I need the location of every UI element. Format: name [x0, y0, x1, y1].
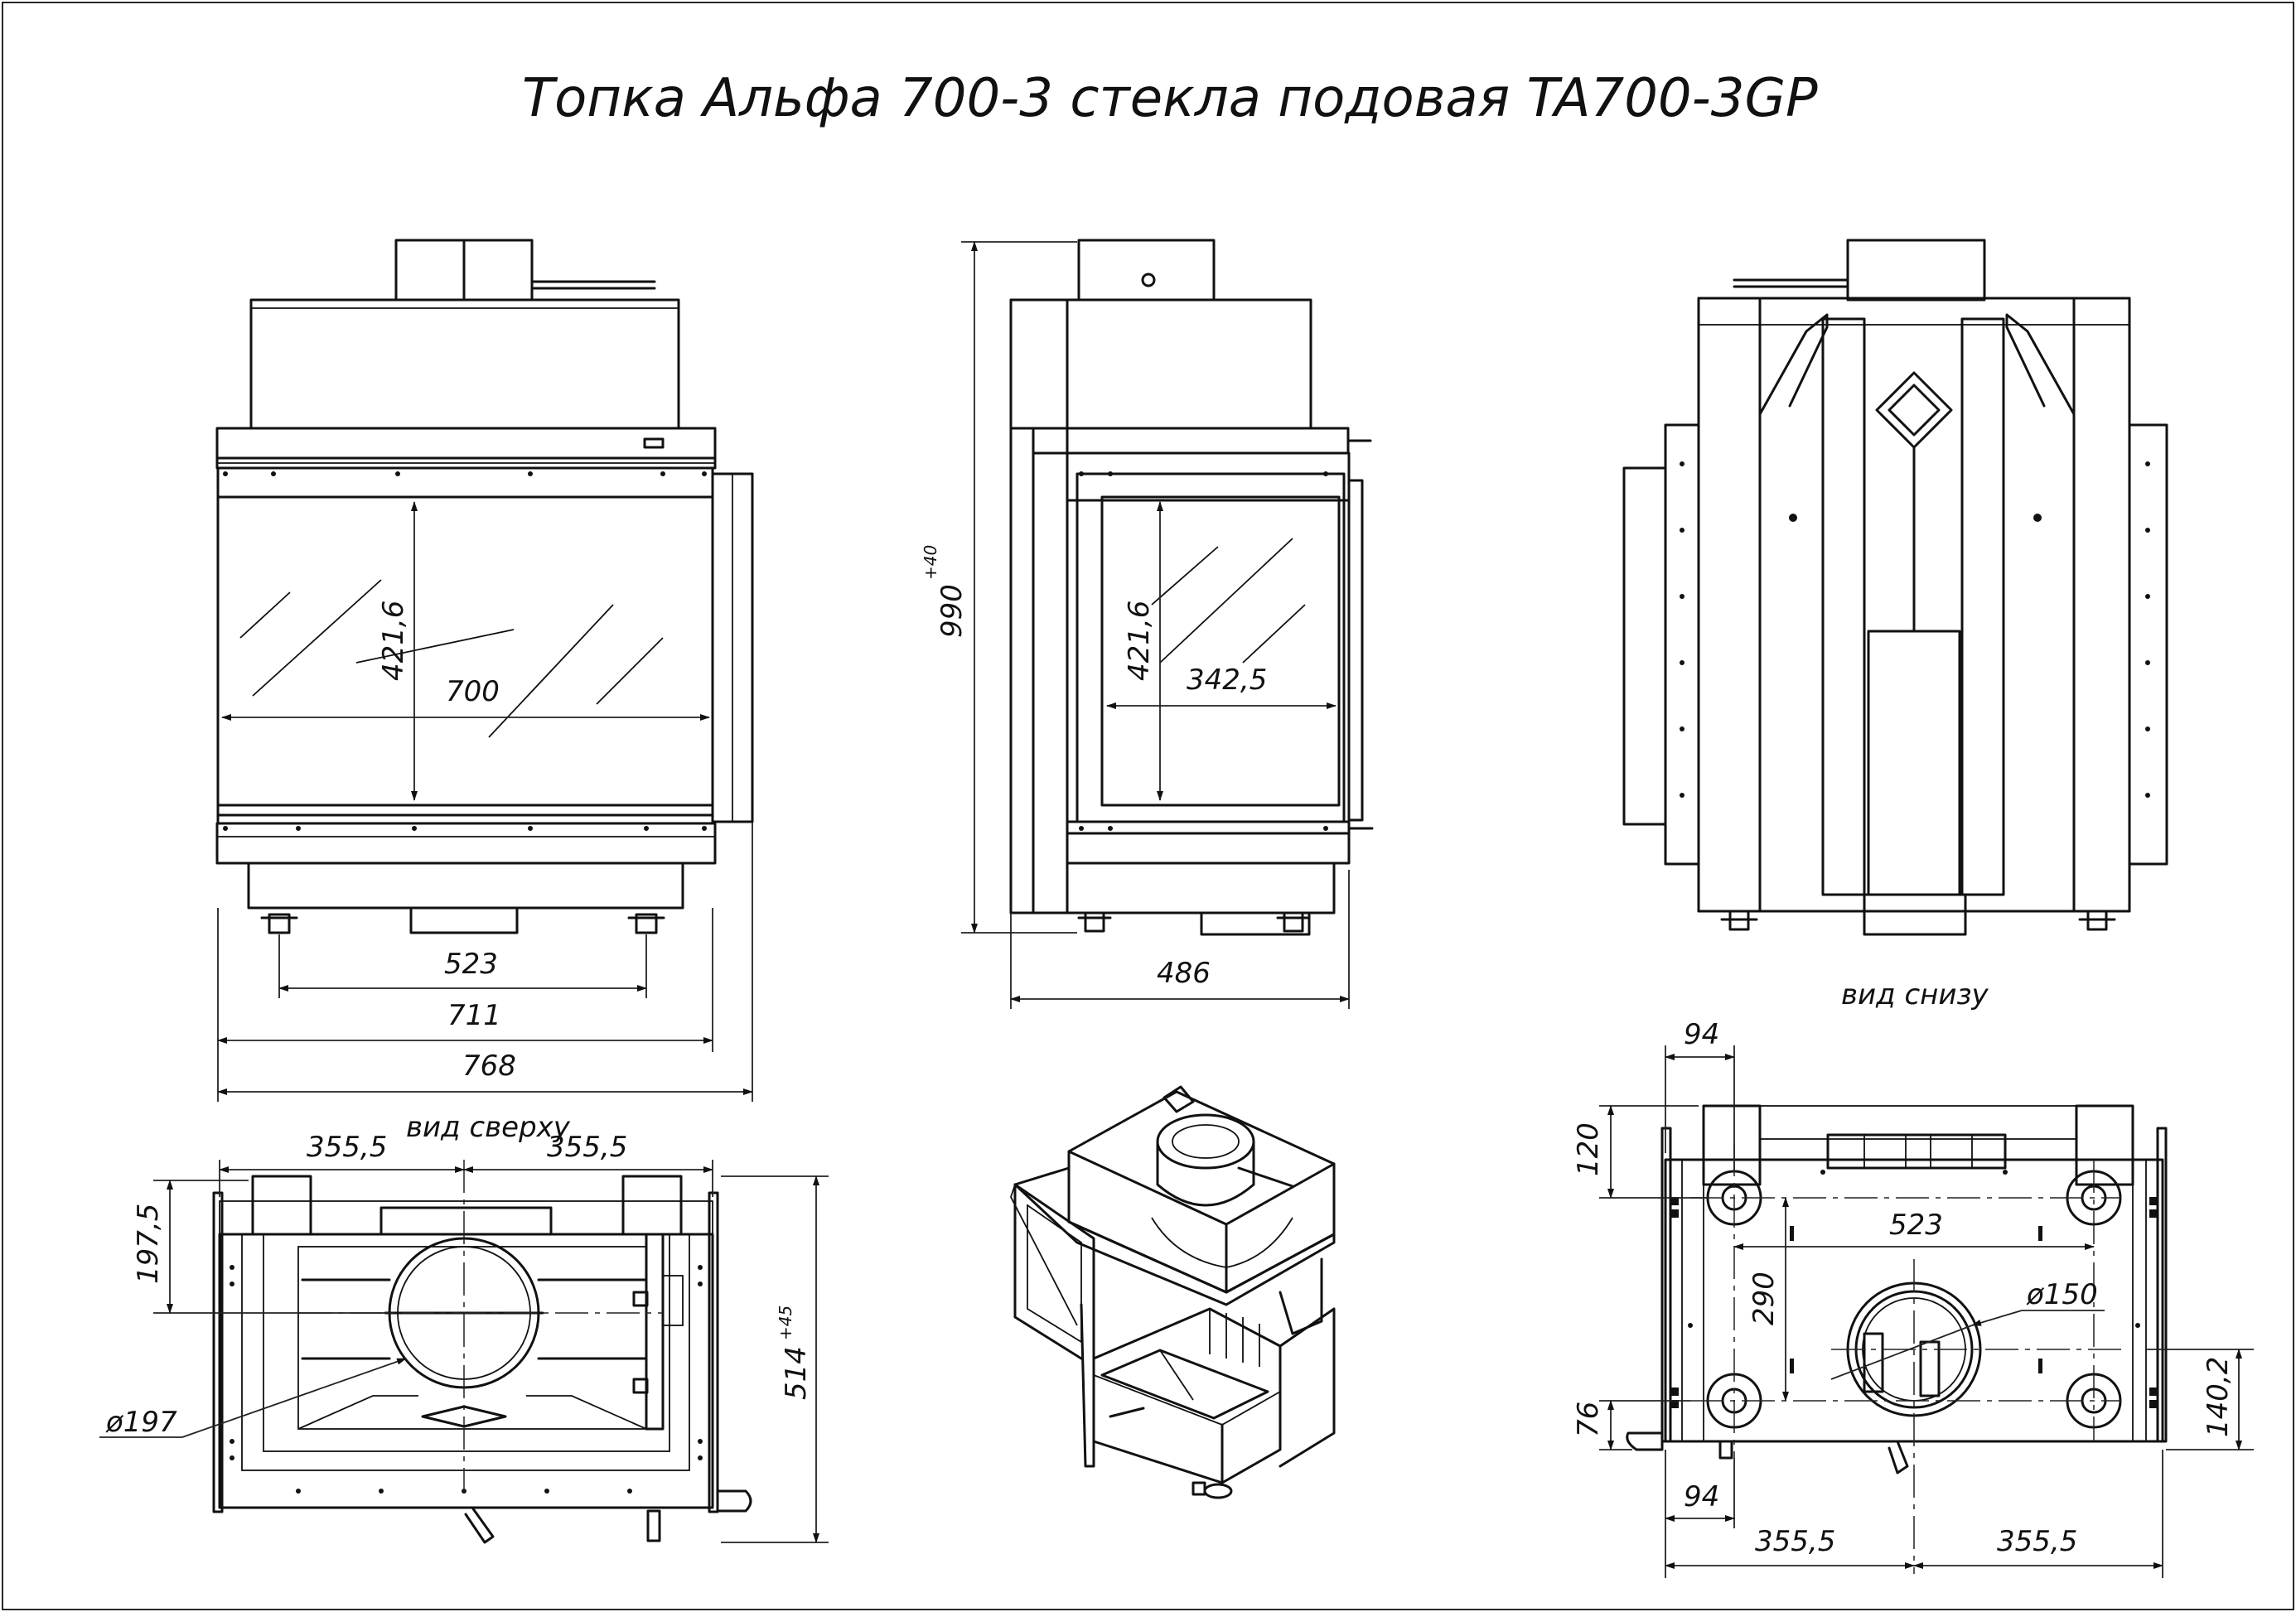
drawing-title: Топка Альфа 700-3 стекла подовая TA700-3…	[522, 68, 1818, 129]
bottom-feet-depth: 290	[1747, 1272, 1781, 1325]
bottom-offset-front: 76	[1572, 1402, 1605, 1437]
bottom-half-width-right: 355,5	[1997, 1525, 2077, 1558]
top-view	[212, 1175, 752, 1544]
top-flue-offset: 197,5	[132, 1204, 165, 1284]
front-glass-width: 700	[446, 675, 500, 708]
bottom-half-width-left: 355,5	[1755, 1525, 1835, 1558]
back-view	[1622, 239, 2168, 936]
bottom-offset-left-lower: 94	[1684, 1480, 1719, 1513]
side-overall-height: 990	[935, 584, 969, 638]
bottom-view-caption: вид снизу	[1841, 978, 1989, 1011]
top-flue-diameter: ø197	[105, 1406, 177, 1439]
side-depth: 486	[1157, 957, 1211, 990]
top-view-caption: вид сверху	[406, 1111, 571, 1144]
isometric-view	[1010, 1085, 1336, 1499]
front-view	[215, 239, 754, 934]
front-body-width: 711	[447, 999, 501, 1032]
top-depth-tolerance: +45	[776, 1306, 795, 1340]
side-glass-height: 421,6	[1123, 601, 1156, 681]
side-overall-height-tolerance: +40	[921, 545, 940, 580]
front-glass-height: 421,6	[377, 601, 410, 681]
side-view	[1009, 239, 1374, 936]
top-depth: 514	[780, 1346, 813, 1400]
top-half-width-left: 355,5	[307, 1131, 387, 1164]
bottom-offset-left: 94	[1684, 1018, 1719, 1051]
front-feet-spacing: 523	[444, 948, 498, 981]
bottom-inlet-diameter: ø150	[2026, 1278, 2098, 1311]
bottom-view	[1626, 1104, 2168, 1474]
front-overall-width: 768	[462, 1050, 516, 1083]
bottom-offset-top: 120	[1572, 1122, 1605, 1176]
bottom-inlet-position: 140,2	[2202, 1357, 2235, 1437]
side-glass-width: 342,5	[1187, 664, 1267, 697]
bottom-feet-spacing: 523	[1889, 1209, 1943, 1242]
top-half-width-right: 355,5	[547, 1131, 627, 1164]
